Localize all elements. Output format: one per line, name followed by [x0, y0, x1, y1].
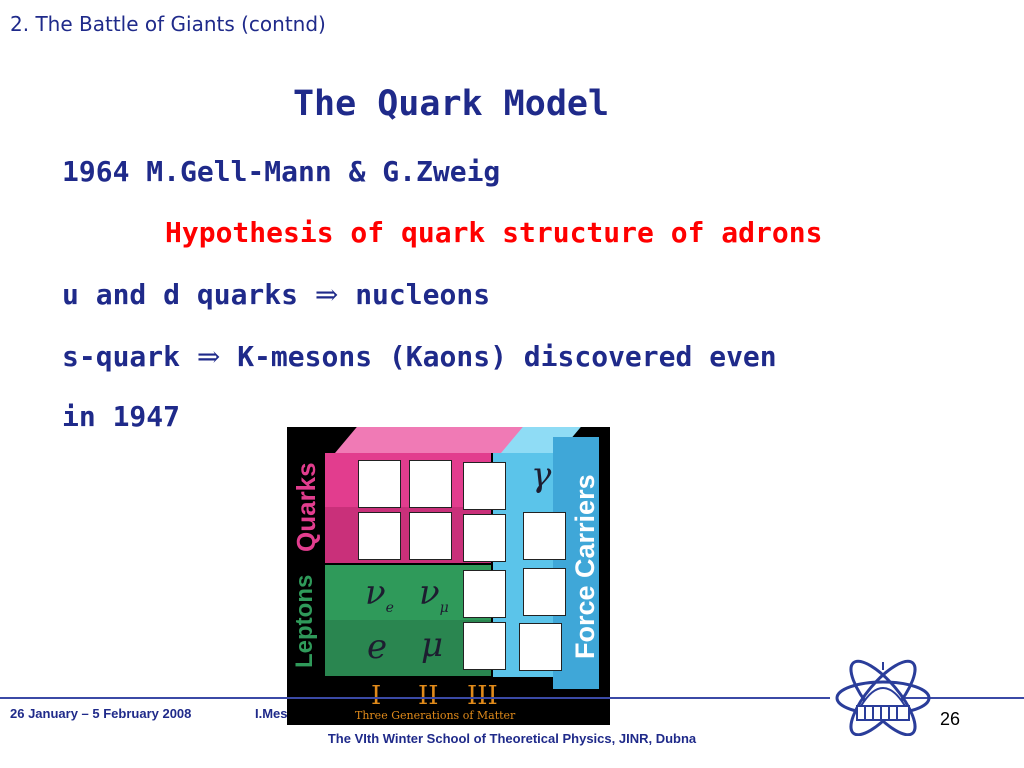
figure-caption: Three Generations of Matter [355, 709, 516, 722]
photon-symbol: γ [531, 455, 552, 495]
implies-arrow-icon: ⇒ [196, 340, 221, 373]
generation-2-label: II [418, 681, 439, 711]
blank-box [523, 512, 566, 560]
electron-neutrino-symbol: νe [365, 573, 394, 616]
text-line-s-quark: s-quark ⇒ K-mesons (Kaons) discovered ev… [62, 340, 777, 373]
blank-box [463, 570, 506, 618]
implies-arrow-icon: ⇒ [314, 278, 339, 311]
muon-neutrino-symbol: νμ [419, 573, 449, 616]
blank-box [463, 514, 506, 562]
quarks-label: Quarks [291, 462, 321, 552]
lepton-cube [380, 565, 436, 621]
text-line-gell-mann: 1964 M.Gell-Mann & G.Zweig [62, 155, 501, 188]
blank-box [358, 460, 401, 508]
s-quark-text: s-quark [62, 340, 181, 373]
leptons-label: Leptons [291, 574, 318, 668]
jinr-logo-icon [835, 659, 931, 736]
footer-divider [0, 697, 830, 699]
lepton-cube [380, 620, 436, 676]
electron-symbol: e [367, 627, 388, 667]
footer-divider [905, 697, 1024, 699]
muon-symbol: μ [421, 625, 444, 665]
blank-box [409, 512, 452, 560]
slide-title: The Quark Model [292, 84, 610, 124]
footer-school: The VIth Winter School of Theoretical Ph… [327, 731, 697, 746]
kaons-text: K-mesons (Kaons) discovered even [237, 340, 777, 373]
blank-box [358, 512, 401, 560]
generation-3-label: III [467, 681, 498, 711]
section-title: 2. The Battle of Giants (contnd) [10, 12, 326, 36]
text-line-1947: in 1947 [62, 400, 181, 433]
generation-1-label: I [371, 681, 382, 711]
blank-box [523, 568, 566, 616]
footer-date: 26 January – 5 February 2008 [10, 706, 192, 721]
blank-box [409, 460, 452, 508]
lepton-cube [325, 565, 381, 621]
force-carriers-label: Force Carriers [570, 474, 600, 660]
footer-author: I.Mes [255, 706, 288, 721]
standard-model-figure: γ νe νμ e μ Quarks Leptons Force Carrier… [287, 427, 610, 725]
text-line-hypothesis: Hypothesis of quark structure of adrons [165, 216, 823, 249]
text-line-ud-quarks: u and d quarks ⇒ nucleons [62, 278, 490, 311]
blank-box [519, 623, 562, 671]
blank-box [463, 462, 506, 510]
blank-box [463, 622, 506, 670]
lepton-cube [325, 620, 381, 676]
ud-quarks-text: u and d quarks [62, 278, 299, 311]
nucleons-text: nucleons [355, 278, 491, 311]
page-number: 26 [940, 709, 961, 729]
